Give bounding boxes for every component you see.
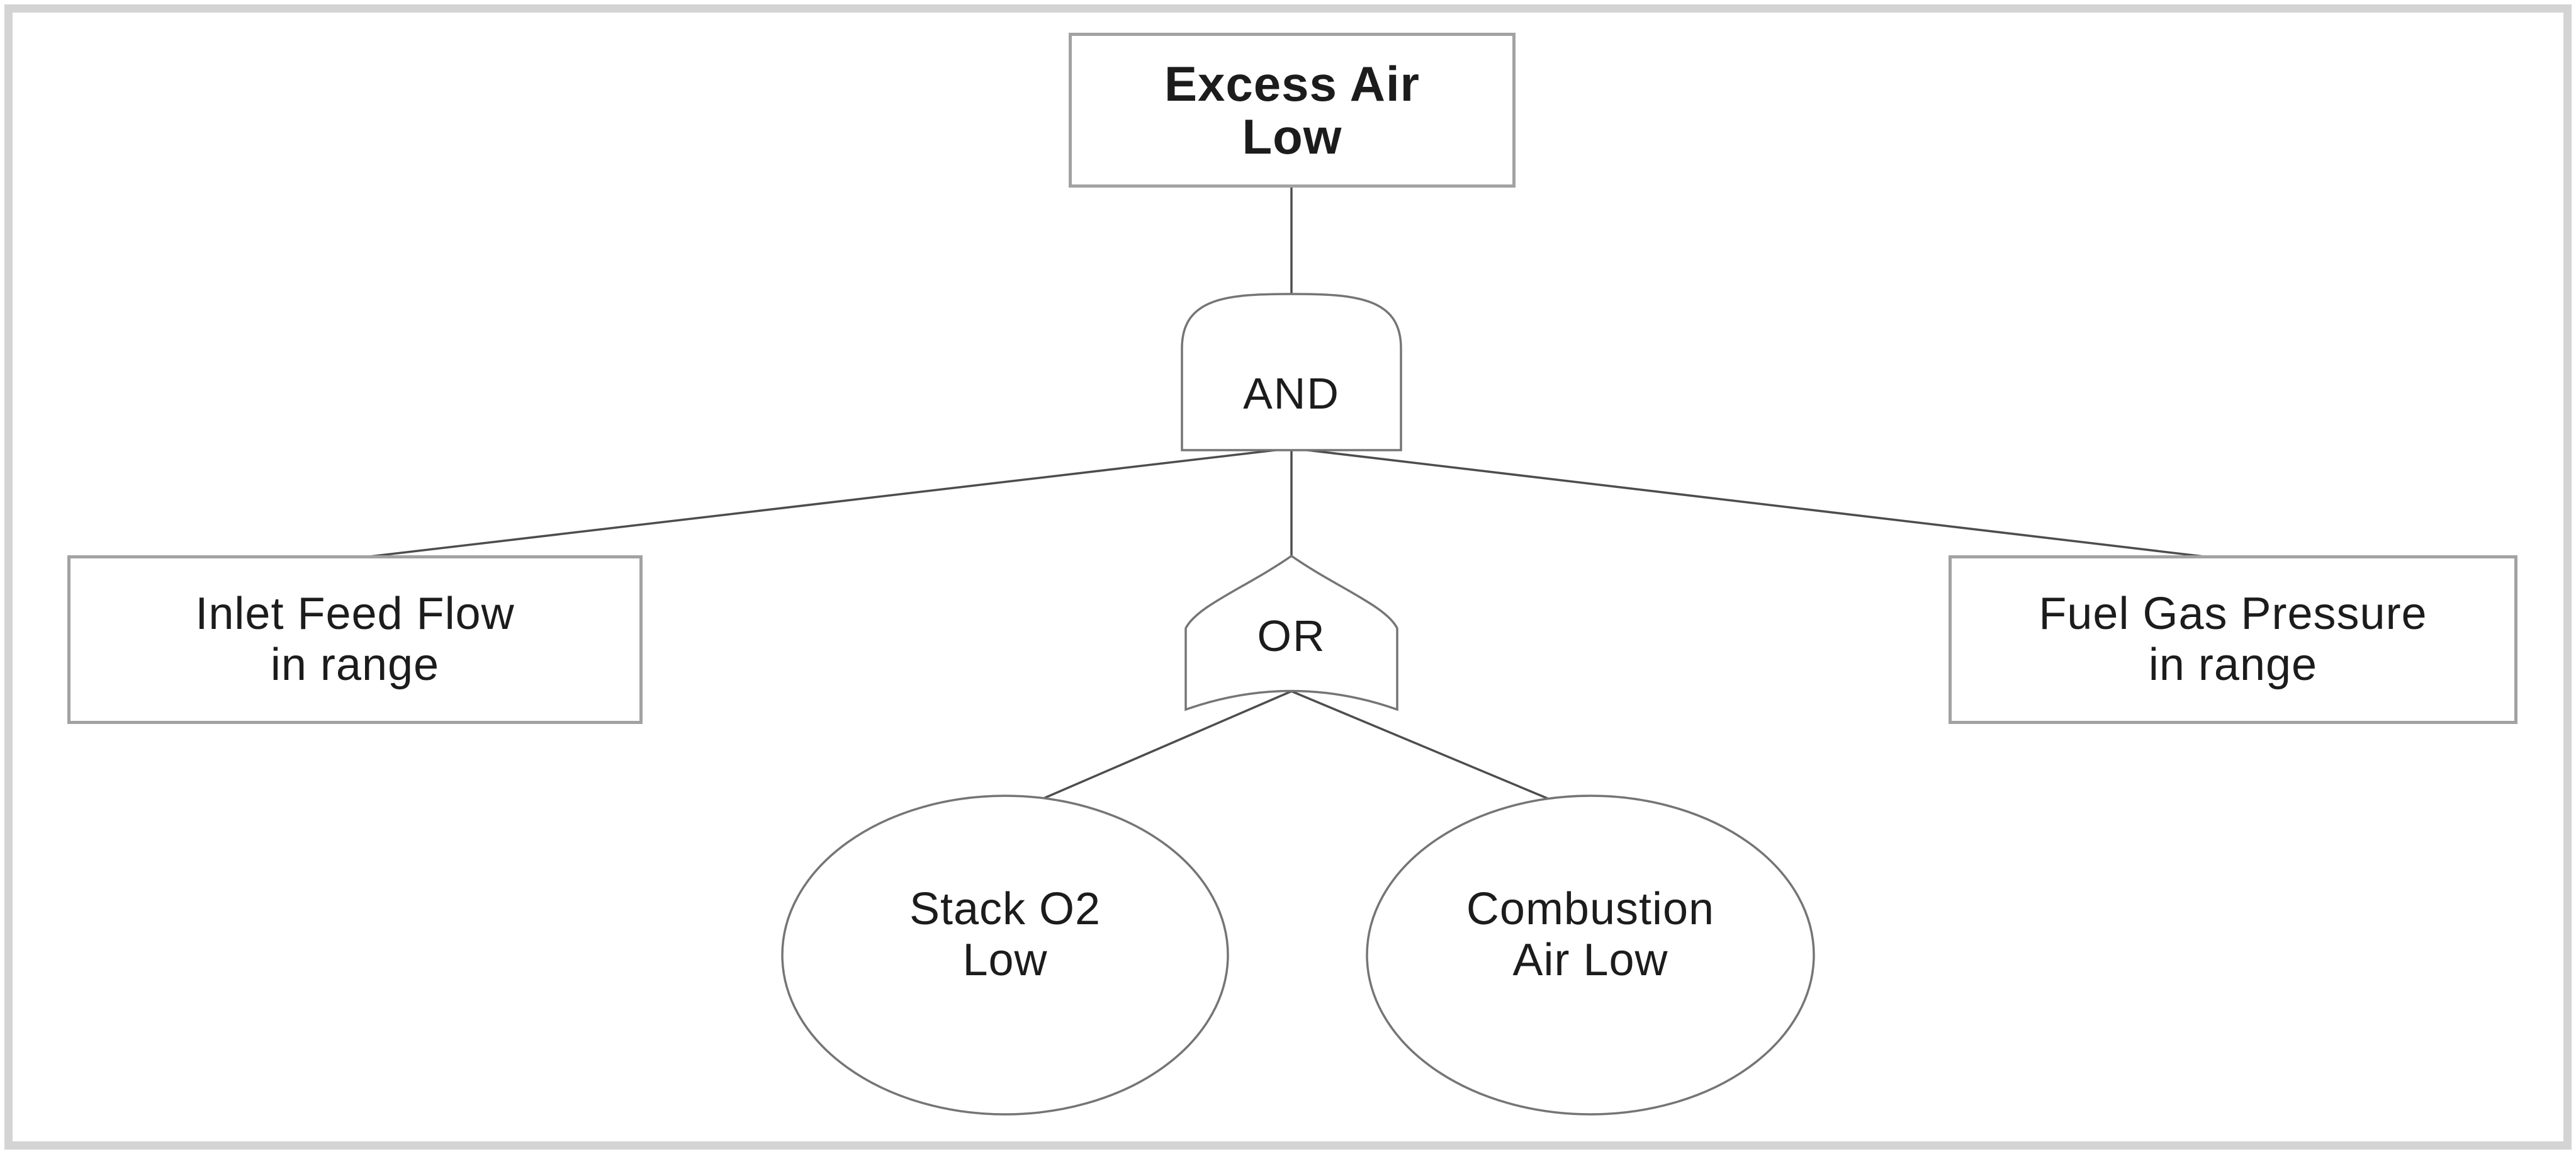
top-event-label-line1: Excess Air: [1164, 55, 1420, 111]
connector-and-to-inletfeed: [358, 447, 1292, 559]
or-gate-shape: [1184, 554, 1398, 711]
connector-and-to-fuelgas: [1291, 447, 2215, 559]
connector-or-to-combustionair: [1291, 690, 1569, 808]
inlet-feed-flow-box: Inlet Feed Flow in range: [67, 555, 643, 724]
fuel-gas-pressure-box: Fuel Gas Pressure in range: [1949, 555, 2517, 724]
top-event-box: Excess Air Low: [1069, 33, 1516, 188]
combustion-air-ellipse: [1366, 795, 1815, 1116]
inlet-feed-flow-label-line2: in range: [270, 640, 440, 690]
top-event-label-line2: Low: [1242, 109, 1342, 164]
stack-o2-ellipse: [781, 795, 1229, 1116]
fuel-gas-pressure-label-line1: Fuel Gas Pressure: [2039, 589, 2427, 640]
fuel-gas-pressure-label-line2: in range: [2148, 640, 2318, 690]
inlet-feed-flow-label-line1: Inlet Feed Flow: [195, 589, 515, 640]
and-gate-shape: [1181, 293, 1402, 451]
connector-or-to-stacko2: [1014, 690, 1292, 812]
